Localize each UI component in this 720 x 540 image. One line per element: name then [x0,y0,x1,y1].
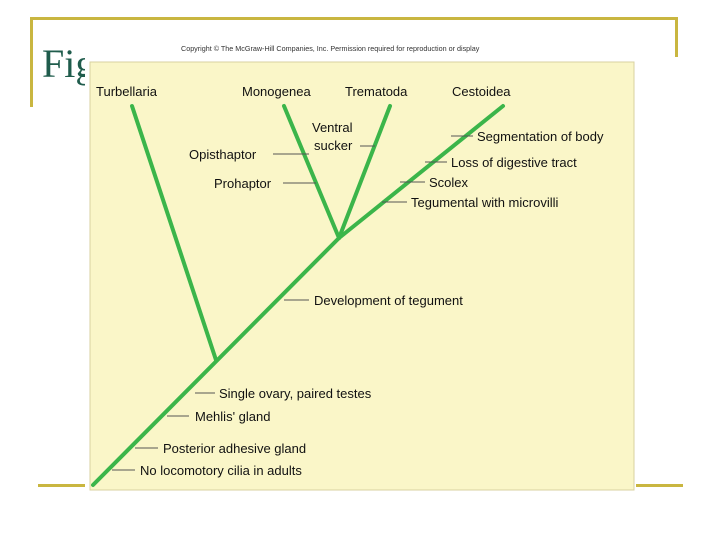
trait-segmentation: Segmentation of body [477,129,604,144]
decor-line-right [675,17,678,57]
trait-scolex: Scolex [429,175,469,190]
taxon-monogenea: Monogenea [242,84,311,99]
trait-leader-lines [112,135,473,471]
figure-panel [89,61,635,491]
trait-ventral-sucker-line1: Ventral [312,120,353,135]
trait-prohaptor: Prohaptor [214,176,272,191]
trait-tegumental-microvilli: Tegumental with microvilli [411,195,558,210]
trait-posterior-adhesive: Posterior adhesive gland [163,441,306,456]
cladogram-svg: Copyright © The McGraw-Hill Companies, I… [89,44,635,491]
taxon-trematoda: Trematoda [345,84,408,99]
decor-line-left [30,17,33,107]
cladogram-figure: Copyright © The McGraw-Hill Companies, I… [85,40,636,492]
branch-trematoda [337,104,392,240]
taxon-turbellaria: Turbellaria [96,84,158,99]
branch-cestoidea [337,104,505,240]
taxon-cestoidea: Cestoidea [452,84,511,99]
trait-single-ovary: Single ovary, paired testes [219,386,372,401]
trait-loss-digestive: Loss of digestive tract [451,155,577,170]
cladogram-branches [91,104,505,487]
trait-development-tegument: Development of tegument [314,293,463,308]
trait-mehlis-gland: Mehlis' gland [195,409,270,424]
branch-monogenea [282,104,341,240]
copyright-notice: Copyright © The McGraw-Hill Companies, I… [181,44,480,53]
trait-opisthaptor: Opisthaptor [189,147,257,162]
trait-ventral-sucker-line2: sucker [314,138,353,153]
trait-no-cilia: No locomotory cilia in adults [140,463,302,478]
decor-line-top [30,17,678,20]
branch-turbellaria [130,104,218,362]
